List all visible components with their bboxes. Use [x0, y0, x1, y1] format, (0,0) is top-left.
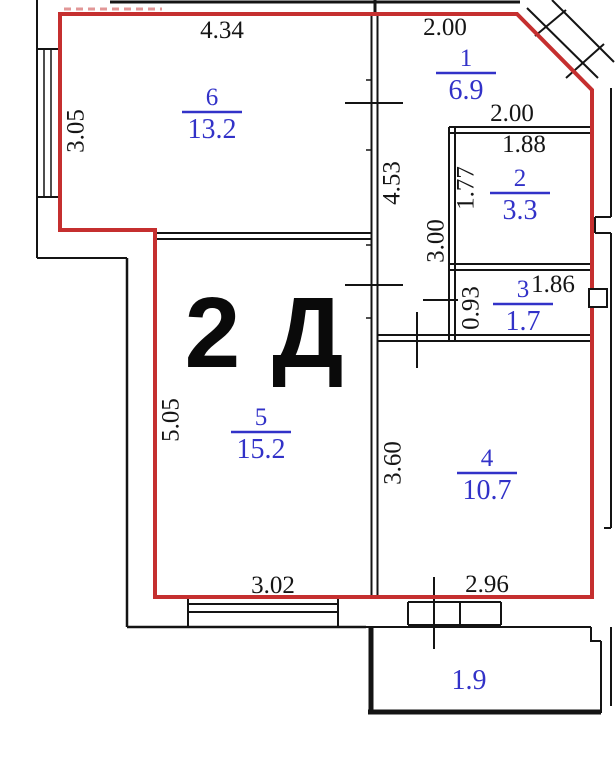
window-glass-line [551, 0, 615, 63]
room-number: 4 [481, 445, 494, 472]
dim-room5-width: 3.02 [251, 572, 295, 599]
plan-title: 2 Д [185, 277, 346, 389]
room-number: 6 [206, 84, 219, 111]
room-5-label: 5 15.2 [231, 404, 291, 465]
dim-room3-width: 1.86 [531, 271, 575, 298]
dim-room6-height: 3.05 [63, 109, 90, 153]
apartment-boundary [58, 12, 594, 599]
dimension-labels: 4.34 2.00 2.00 1.88 1.86 3.02 2.96 3.05 … [63, 14, 575, 599]
room-number: 5 [255, 404, 268, 431]
dim-room6-width: 4.34 [200, 17, 244, 44]
window-glass-line [526, 7, 599, 79]
wall-right-neighbor [594, 88, 612, 706]
dim-room4-width: 2.96 [465, 571, 509, 598]
outer-structure [36, 0, 615, 706]
room-number: 2 [514, 165, 527, 192]
window-tick [565, 43, 605, 79]
window-tick [534, 9, 567, 37]
room-number: 1 [460, 45, 473, 72]
dim-room5-height: 5.05 [158, 398, 185, 442]
room-number: 3 [517, 276, 530, 303]
room-area: 10.7 [463, 475, 512, 506]
dim-room4-height: 3.60 [380, 441, 407, 485]
room-area: 13.2 [188, 114, 237, 145]
dim-room3-height: 0.93 [458, 286, 485, 330]
balcony-area-label: 1.9 [452, 665, 487, 696]
balcony-outline [366, 626, 602, 715]
room-2-label: 2 3.3 [490, 165, 550, 226]
room-4-label: 4 10.7 [457, 445, 517, 506]
balcony-step [590, 627, 601, 642]
dim-room2-width: 2.00 [490, 100, 534, 127]
dim-hall-height: 4.53 [379, 161, 406, 205]
interior-walls [155, 14, 590, 597]
room-3-label: 3 1.7 [493, 276, 553, 337]
dim-room1-width: 2.00 [423, 14, 467, 41]
dim-hall-right-height: 3.00 [423, 219, 450, 263]
room-area: 3.3 [503, 195, 538, 226]
right-wall-box [588, 288, 608, 308]
dim-room2-height: 1.77 [453, 166, 480, 210]
bottom-windows [187, 599, 502, 627]
window-room6-left [36, 48, 60, 198]
room-6-label: 6 13.2 [182, 84, 242, 145]
room-area: 6.9 [449, 75, 484, 106]
room-area: 15.2 [237, 434, 286, 465]
room-area: 1.7 [506, 306, 541, 337]
dim-room2-inner-width: 1.88 [502, 131, 546, 158]
door-marks [345, 102, 458, 649]
room-1-label: 1 6.9 [436, 45, 496, 106]
